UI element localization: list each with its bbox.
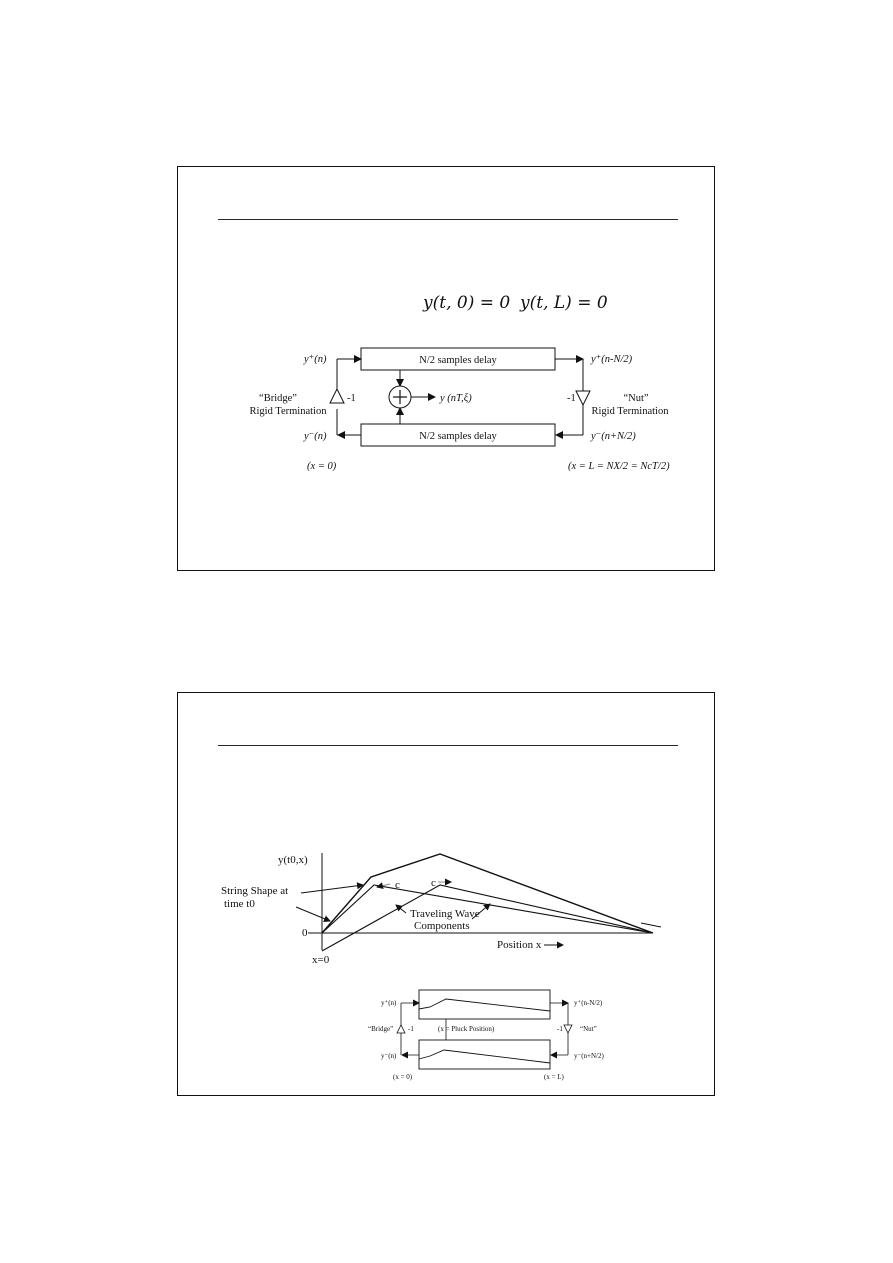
- y-plus-out-label: y⁺(n-N/2): [590, 354, 633, 365]
- plucked-string-diagram: c c y(t0,x) String Shape at time t0 Trav…: [221, 853, 662, 1081]
- mini-left-gain: -1: [408, 1025, 414, 1033]
- c-left-arrow: [376, 882, 391, 890]
- left-traveling-wave: [321, 884, 654, 934]
- wave-label-2: Components: [414, 920, 470, 932]
- right-gain-label: -1: [567, 393, 576, 404]
- mini-right-gain: -1: [557, 1025, 563, 1033]
- y-minus-n-label: y⁻(n): [303, 431, 327, 442]
- shape-pointer-1: [300, 882, 364, 894]
- shape-label-2: time t0: [224, 898, 255, 910]
- mini-y-minus-in: y⁻(n+N/2): [574, 1052, 604, 1060]
- bridge-gain-triangle: [329, 387, 345, 404]
- right-position-label: (x = L = NX/2 = NcT/2): [568, 461, 670, 472]
- zero-label: 0: [302, 927, 308, 939]
- c-right-label: c: [431, 877, 436, 889]
- slide-plucked-string: c c y(t0,x) String Shape at time t0 Trav…: [177, 692, 715, 1096]
- bridge-label: “Bridge”: [259, 393, 297, 404]
- y-plus-n-label: y⁺(n): [303, 354, 327, 365]
- shape-pointer-2: [295, 906, 331, 922]
- wave-label-1: Traveling Wave: [410, 908, 480, 920]
- mini-y-plus-n: y⁺(n): [381, 999, 397, 1007]
- title-rule: [218, 745, 678, 746]
- mini-bottom-box: [418, 1039, 551, 1070]
- left-gain-label: -1: [347, 393, 356, 404]
- bridge-sub-label: Rigid Termination: [250, 406, 328, 417]
- string-shape-curve: [321, 853, 654, 934]
- right-traveling-wave: [321, 884, 654, 952]
- y-minus-in-label: y⁻(n+N/2): [590, 431, 636, 442]
- output-label: y (nT,ξ): [439, 393, 472, 404]
- nut-sub-label: Rigid Termination: [592, 406, 670, 417]
- nut-gain-triangle: [575, 390, 591, 407]
- boundary-eq-left: y(t, 0) = 0: [422, 293, 510, 313]
- x-axis-label: Position x: [497, 939, 542, 951]
- mini-nut-triangle: [563, 1024, 573, 1034]
- top-delay-label: N/2 samples delay: [419, 355, 497, 366]
- wave-pointer-2: [471, 903, 491, 920]
- mini-top-wave: [418, 998, 551, 1012]
- c-left-label: c: [395, 879, 400, 891]
- boundary-eq-right: y(t, L) = 0: [519, 293, 608, 313]
- mini-bridge-label: “Bridge”: [368, 1025, 393, 1033]
- x0-label: x=0: [312, 954, 330, 966]
- title-rule: [218, 219, 678, 220]
- mini-left-position: (x = 0): [393, 1073, 413, 1081]
- mini-top-box: [418, 989, 551, 1020]
- mini-bridge-triangle: [396, 1024, 406, 1034]
- shape-label-1: String Shape at: [221, 885, 288, 897]
- bottom-delay-label: N/2 samples delay: [419, 431, 497, 442]
- mini-y-minus-n: y⁻(n): [381, 1052, 397, 1060]
- slide-digital-waveguide: y(t, 0) = 0 y(t, L) = 0 N/2 samples dela…: [177, 166, 715, 571]
- y-axis-label: y(t0,x): [278, 854, 308, 866]
- mini-right-position: (x = L): [544, 1073, 565, 1081]
- wave-pointer-1: [395, 904, 407, 914]
- right-end-stub: [640, 922, 662, 928]
- mini-bottom-wave: [418, 1049, 551, 1064]
- waveguide-diagram: y(t, 0) = 0 y(t, L) = 0 N/2 samples dela…: [250, 293, 671, 472]
- nut-label: “Nut”: [623, 393, 648, 404]
- left-position-label: (x = 0): [307, 461, 337, 472]
- mini-nut-label: “Nut”: [580, 1025, 597, 1033]
- mini-pluck-label: (x = Pluck Position): [438, 1025, 495, 1033]
- mini-y-plus-out: y⁺(n-N/2): [574, 999, 603, 1007]
